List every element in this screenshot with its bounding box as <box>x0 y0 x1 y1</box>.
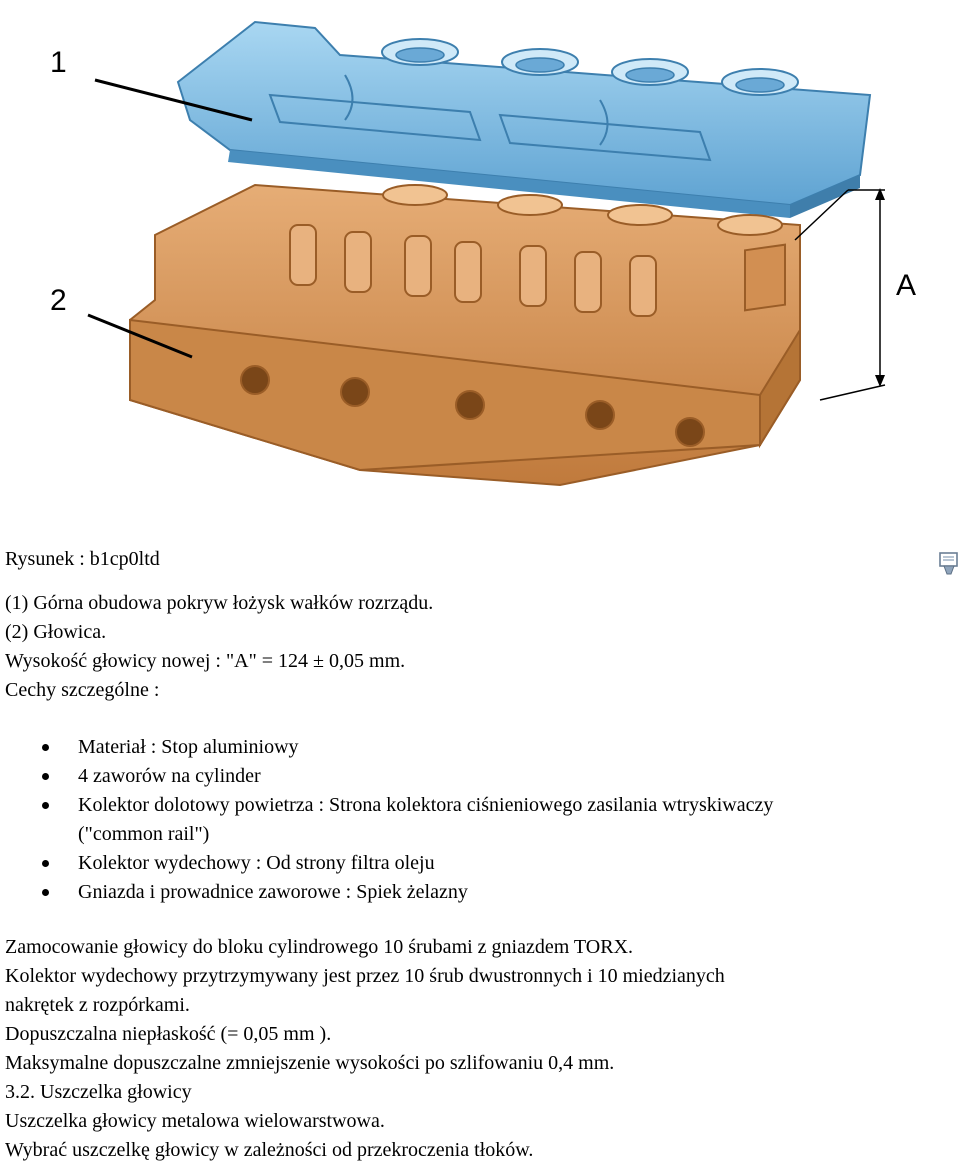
leader-lines <box>87 78 886 401</box>
camshaft-cover-housing <box>176 20 872 218</box>
note-exhaust-manifold-cont: nakrętek z rozpórkami. <box>5 994 190 1016</box>
note-grinding-limit: Maksymalne dopuszczalne zmniejszenie wys… <box>5 1052 615 1074</box>
note-gasket-selection: Wybrać uszczelkę głowicy w zależności od… <box>5 1139 534 1161</box>
leader-line-2 <box>87 313 193 359</box>
callout-1: 1 <box>50 46 67 79</box>
list-item: Kolektor wydechowy : Od strony filtra ol… <box>0 849 773 878</box>
head-height-spec: Wysokość głowicy nowej : "A" = 124 ± 0,0… <box>5 650 406 672</box>
leader-line-1 <box>94 78 253 122</box>
cylinder-head-diagram: 1 2 A <box>50 20 916 487</box>
bullet-icon <box>42 773 49 780</box>
section-heading-gasket: 3.2. Uszczelka głowicy <box>5 1081 192 1103</box>
bullet-icon <box>42 889 49 896</box>
note-flatness: Dopuszczalna niepłaskość (= 0,05 mm ). <box>5 1023 332 1045</box>
features-list: Materiał : Stop aluminiowy 4 zaworów na … <box>0 733 773 907</box>
features-heading: Cechy szczególne : <box>5 679 160 701</box>
cylinder-head <box>129 183 801 487</box>
legend-item-1: (1) Górna obudowa pokryw łożysk wałków r… <box>5 592 434 614</box>
list-item-continuation: ("common rail") <box>78 823 210 845</box>
list-item: Gniazda i prowadnice zaworowe : Spiek że… <box>0 878 773 907</box>
note-torx-bolts: Zamocowanie głowicy do bloku cylindroweg… <box>5 936 634 958</box>
dimension-arrow-bottom <box>875 375 885 387</box>
note-gasket-type: Uszczelka głowicy metalowa wielowarstwow… <box>5 1110 385 1132</box>
legend-item-2: (2) Głowica. <box>5 621 107 643</box>
figure-caption: Rysunek : b1cp0ltd <box>5 548 160 570</box>
dimension-label-a: A <box>896 269 916 302</box>
print-icon[interactable] <box>938 550 960 576</box>
list-item: Kolektor dolotowy powietrza : Strona kol… <box>0 791 773 820</box>
dimension-arrow-top <box>875 188 885 200</box>
callout-2: 2 <box>50 284 67 317</box>
bullet-icon <box>42 860 49 867</box>
bullet-icon <box>42 744 49 751</box>
list-item: Materiał : Stop aluminiowy <box>0 733 773 762</box>
list-item: 4 zaworów na cylinder <box>0 762 773 791</box>
bullet-icon <box>42 802 49 809</box>
note-exhaust-manifold: Kolektor wydechowy przytrzymywany jest p… <box>5 965 725 987</box>
